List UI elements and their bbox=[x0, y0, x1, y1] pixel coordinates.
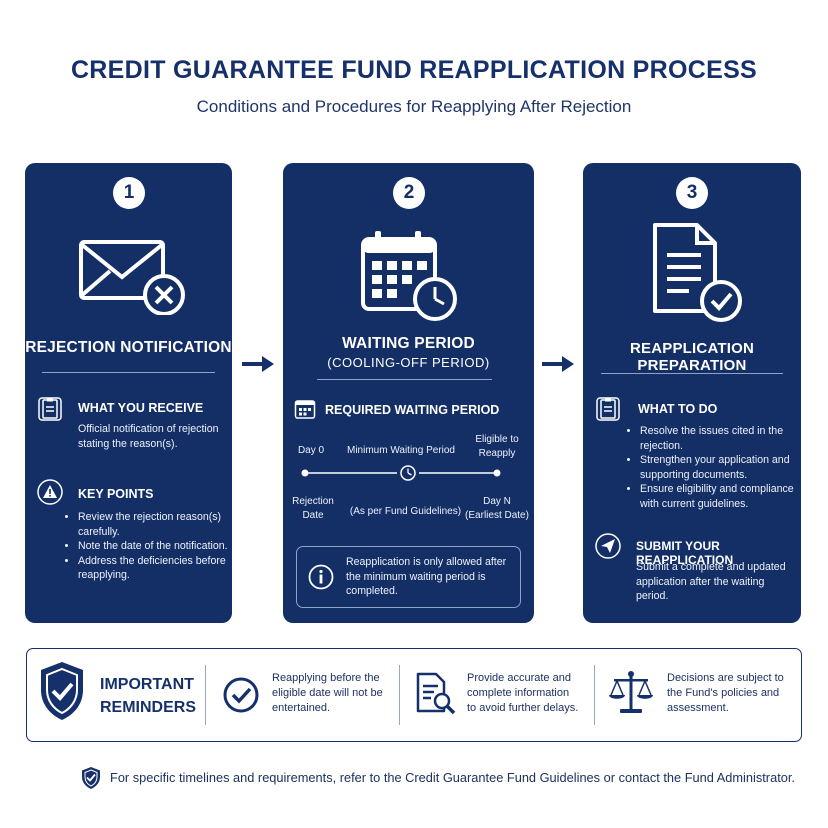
section-text: Submit a complete and updated applicatio… bbox=[636, 561, 786, 602]
section-text: Official notification of rejection stati… bbox=[78, 423, 219, 450]
document-search-icon bbox=[416, 672, 456, 715]
divider bbox=[42, 372, 215, 373]
step-title: REJECTION NOTIFICATION bbox=[25, 339, 232, 356]
clipboard-icon bbox=[38, 397, 62, 421]
warning-icon bbox=[37, 479, 63, 505]
step-number-3: 3 bbox=[676, 177, 708, 209]
note-text: Reapplication is only allowed after the … bbox=[346, 556, 507, 597]
step-number-2: 2 bbox=[393, 177, 425, 209]
timeline-end-label: Eligible to Reapply bbox=[475, 434, 519, 459]
reminders-title: IMPORTANT REMINDERS bbox=[100, 676, 197, 716]
footer-note: For specific timelines and requirements,… bbox=[110, 770, 795, 785]
timeline-end-caption: Day N (Earliest Date) bbox=[465, 496, 529, 521]
divider bbox=[601, 373, 783, 374]
divider bbox=[317, 379, 492, 380]
timeline-start-caption: Rejection Date bbox=[292, 496, 334, 521]
reminder-item: Reapplying before the eligible date will… bbox=[272, 672, 383, 714]
step-title: WAITING PERIOD bbox=[342, 335, 475, 352]
divider bbox=[399, 665, 400, 725]
list-item: Strengthen your application and supporti… bbox=[640, 453, 797, 482]
shield-check-icon bbox=[41, 662, 83, 720]
section-title: KEY POINTS bbox=[78, 487, 154, 501]
document-check-icon bbox=[653, 223, 742, 322]
step-card-preparation: 3 REAPPLICATION PREPARATION WHAT TO DO R… bbox=[583, 163, 801, 623]
envelope-x-icon bbox=[79, 240, 185, 315]
step-subtitle: (COOLING-OFF PERIOD) bbox=[327, 355, 490, 370]
timeline-line bbox=[301, 465, 501, 481]
shield-check-icon bbox=[82, 767, 100, 789]
arrow-right-icon bbox=[542, 356, 574, 372]
page-subtitle: Conditions and Procedures for Reapplying… bbox=[196, 97, 632, 116]
timeline-start-label: Day 0 bbox=[297, 445, 325, 456]
section-title: SUBMIT YOUR REAPPLICATION bbox=[636, 539, 734, 567]
step-card-waiting: 2 WAITING PERIOD (COOLING-OFF PERIOD) RE… bbox=[283, 163, 534, 623]
scales-icon bbox=[609, 671, 653, 713]
list-item: Resolve the issues cited in the rejectio… bbox=[640, 424, 797, 453]
section-title: WHAT TO DO bbox=[638, 402, 718, 416]
arrow-right-icon bbox=[242, 356, 274, 372]
section-title: WHAT YOU RECEIVE bbox=[78, 401, 204, 415]
bullet-list: Resolve the issues cited in the rejectio… bbox=[629, 424, 797, 511]
list-item: Note the date of the notification. bbox=[78, 539, 229, 554]
step-number-1: 1 bbox=[113, 177, 145, 209]
clipboard-icon bbox=[596, 397, 620, 421]
divider bbox=[594, 665, 595, 725]
check-circle-icon bbox=[223, 677, 259, 713]
list-item: Review the rejection reason(s) carefully… bbox=[78, 510, 229, 539]
page-title: CREDIT GUARANTEE FUND REAPPLICATION PROC… bbox=[70, 56, 758, 84]
list-item: Ensure eligibility and compliance with c… bbox=[640, 482, 797, 511]
step-title: REAPPLICATION PREPARATION bbox=[630, 340, 754, 374]
calendar-icon bbox=[294, 400, 316, 419]
timeline-middle-caption: (As per Fund Guidelines) bbox=[349, 506, 462, 517]
list-item: Address the deficiencies before reapplyi… bbox=[78, 554, 229, 583]
divider bbox=[205, 665, 206, 725]
timeline-middle-label: Minimum Waiting Period bbox=[347, 445, 455, 456]
reminder-item: Decisions are subject to the Fund's poli… bbox=[667, 672, 784, 714]
important-reminders: IMPORTANT REMINDERS Reapplying before th… bbox=[26, 648, 802, 742]
calendar-clock-icon bbox=[361, 231, 457, 321]
section-title: REQUIRED WAITING PERIOD bbox=[325, 403, 500, 417]
reminder-item: Provide accurate and complete informatio… bbox=[467, 672, 579, 714]
bullet-list: Review the rejection reason(s) carefully… bbox=[67, 510, 229, 583]
info-icon bbox=[308, 564, 334, 590]
step-card-rejection: 1 REJECTION NOTIFICATION WHAT YOU RECEIV… bbox=[25, 163, 232, 623]
send-icon bbox=[595, 533, 621, 559]
waiting-note: Reapplication is only allowed after the … bbox=[296, 546, 521, 608]
